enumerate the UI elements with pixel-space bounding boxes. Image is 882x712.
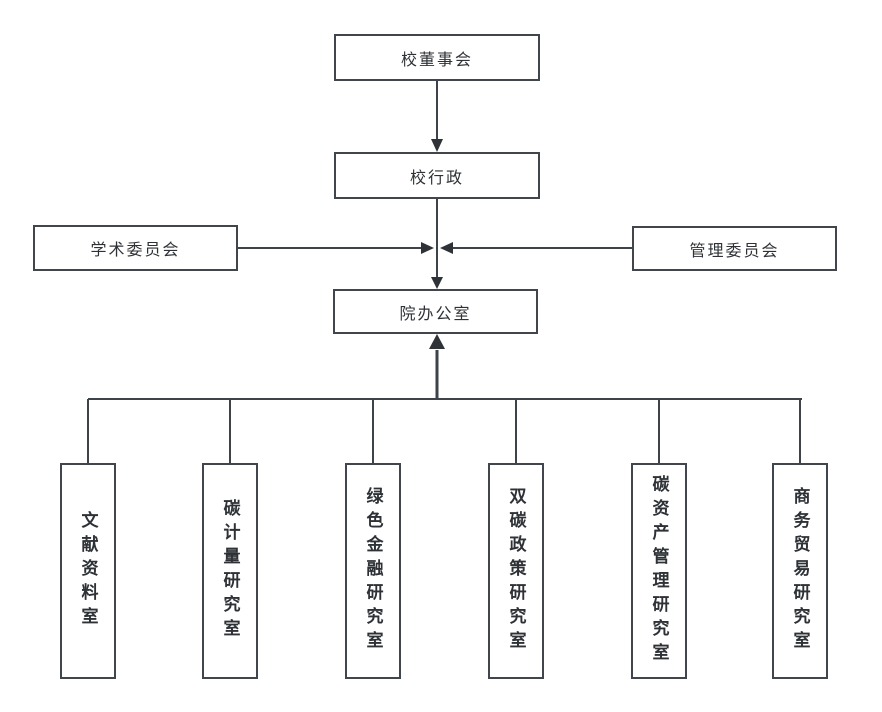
node-school-board-label: 校董事会 bbox=[400, 51, 473, 69]
connector-admin-office bbox=[431, 199, 443, 289]
connector-department-bus bbox=[87, 398, 802, 464]
node-dept-carbon-asset-management-label: 碳资产管理研究室 bbox=[649, 475, 669, 667]
node-school-admin: 校行政 bbox=[334, 152, 540, 199]
node-management-committee-label: 管理委员会 bbox=[689, 242, 780, 260]
node-dept-dual-carbon-policy-label: 双碳政策研究室 bbox=[506, 487, 526, 655]
connector-management-center bbox=[440, 242, 632, 254]
connector-board-admin bbox=[431, 81, 443, 152]
node-school-board: 校董事会 bbox=[334, 34, 540, 81]
node-dept-carbon-measurement: 碳计量研究室 bbox=[202, 463, 258, 679]
node-dept-literature-room-label: 文献资料室 bbox=[78, 511, 98, 631]
node-academic-committee-label: 学术委员会 bbox=[90, 242, 181, 259]
node-academic-committee: 学术委员会 bbox=[33, 225, 238, 271]
connector-bus-office bbox=[429, 334, 445, 399]
node-dept-carbon-asset-management: 碳资产管理研究室 bbox=[631, 463, 687, 679]
node-dept-business-trade: 商务贸易研究室 bbox=[772, 463, 828, 679]
node-management-committee: 管理委员会 bbox=[632, 226, 837, 271]
node-institute-office: 院办公室 bbox=[333, 289, 538, 334]
node-dept-green-finance: 绿色金融研究室 bbox=[345, 463, 401, 679]
node-dept-business-trade-label: 商务贸易研究室 bbox=[790, 487, 810, 655]
node-dept-literature-room: 文献资料室 bbox=[60, 463, 116, 679]
node-dept-green-finance-label: 绿色金融研究室 bbox=[363, 487, 383, 655]
connector-academic-center bbox=[238, 242, 434, 254]
node-school-admin-label: 校行政 bbox=[409, 169, 464, 187]
node-dept-dual-carbon-policy: 双碳政策研究室 bbox=[488, 463, 544, 679]
node-institute-office-label: 院办公室 bbox=[399, 305, 472, 323]
node-dept-carbon-measurement-label: 碳计量研究室 bbox=[220, 499, 240, 643]
